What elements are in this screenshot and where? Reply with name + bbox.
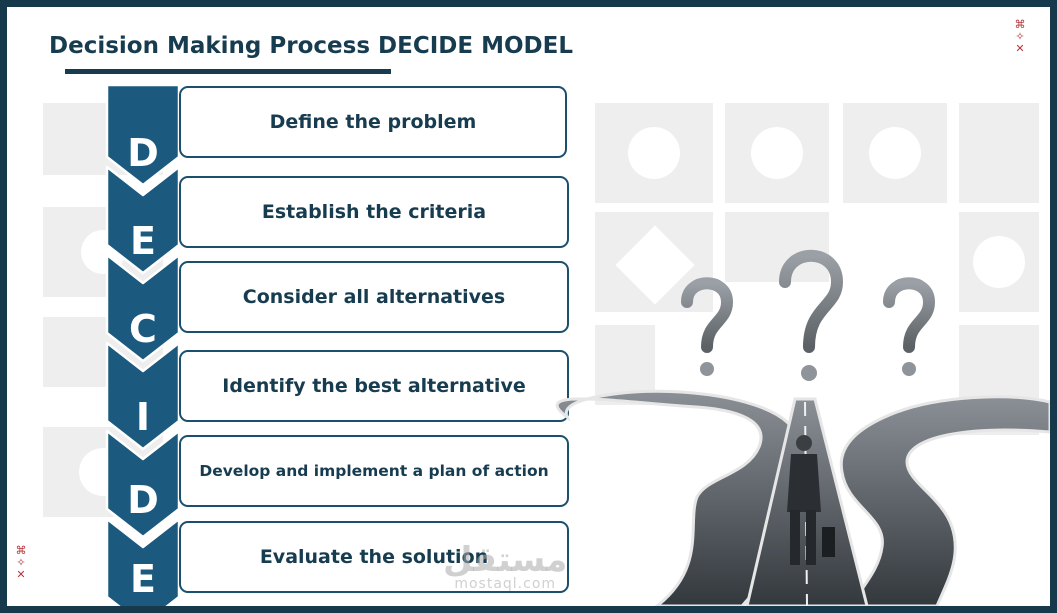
watermark: مستقل mostaql.com (443, 543, 567, 591)
chevron-letter-i: I (135, 395, 151, 439)
decoration-glyph: ✧ (16, 556, 26, 569)
question-marks (681, 249, 936, 353)
left-road (555, 389, 802, 606)
chevron-e2 (105, 517, 181, 606)
step-label: Evaluate the solution (259, 546, 489, 568)
page-title: Decision Making Process DECIDE MODEL (49, 33, 573, 59)
chevron-d2 (105, 429, 181, 539)
step-label: Identify the best alternative (222, 375, 526, 397)
chevron-c (105, 253, 181, 363)
chevron-letter-c: C (129, 307, 157, 351)
step-box-identify: Identify the best alternative (179, 350, 569, 422)
decoration-top-right: ⌘ ✧ ✕ (1012, 19, 1028, 55)
chevron-letter-e1: E (130, 219, 156, 263)
question-dot-right (902, 362, 916, 376)
question-dot-center (801, 365, 817, 381)
chevron-d1 (105, 83, 181, 187)
watermark-arabic: مستقل (443, 540, 568, 580)
step-box-define: Define the problem (179, 86, 567, 158)
step-box-establish: Establish the criteria (179, 176, 569, 248)
watermark-latin: mostaql.com (454, 576, 557, 592)
right-road (839, 395, 1050, 606)
question-dot-left (700, 362, 714, 376)
crossroads-illustration (555, 249, 1050, 606)
decoration-glyph: ⌘ (15, 544, 27, 557)
chevron-letter-e2: E (130, 557, 156, 601)
chevron-i (105, 341, 181, 451)
title-underline (65, 69, 391, 74)
decoration-glyph: ✕ (1015, 42, 1025, 55)
decoration-glyph: ✧ (1015, 30, 1025, 43)
decoration-glyph: ✕ (16, 568, 26, 581)
step-box-develop: Develop and implement a plan of action (179, 435, 569, 507)
step-label: Develop and implement a plan of action (199, 462, 549, 480)
businessman-figure (787, 435, 835, 565)
step-box-evaluate: Evaluate the solution (179, 521, 569, 593)
slide: Decision Making Process DECIDE MODEL D E… (7, 7, 1050, 606)
chevron-letter-d1: D (127, 131, 159, 175)
step-label: Consider all alternatives (242, 286, 506, 308)
chevron-letter-d2: D (127, 478, 159, 522)
step-box-consider: Consider all alternatives (179, 261, 569, 333)
decoration-bottom-left: ⌘ ✧ ✕ (13, 545, 29, 581)
decoration-glyph: ⌘ (1014, 18, 1026, 31)
step-label: Define the problem (269, 111, 477, 133)
decide-chevron-column (105, 83, 181, 606)
chevron-e1 (105, 165, 181, 275)
step-label: Establish the criteria (261, 201, 487, 223)
